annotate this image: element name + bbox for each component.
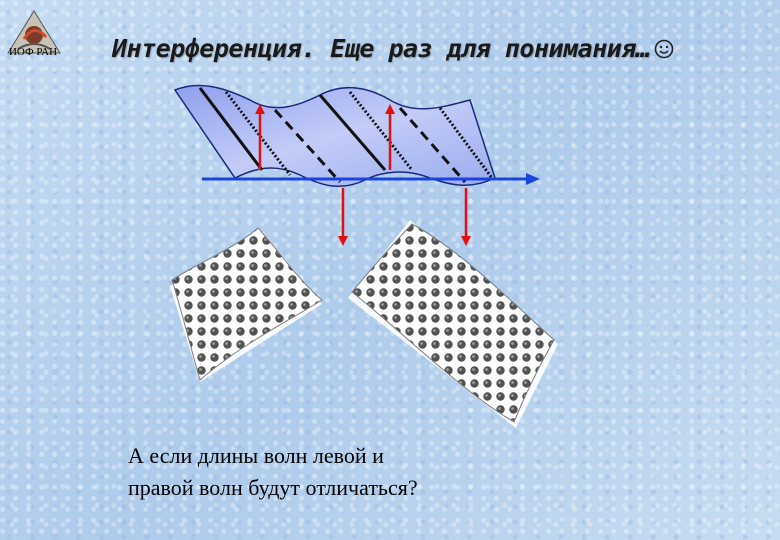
left-interference-pattern [170, 228, 322, 382]
question-text: А если длины волн левой и правой волн бу… [128, 440, 418, 504]
question-line-1: А если длины волн левой и [128, 440, 418, 472]
question-line-2: правой волн будут отличаться? [128, 472, 418, 504]
right-interference-pattern [348, 220, 558, 428]
wave-surface [175, 85, 495, 186]
